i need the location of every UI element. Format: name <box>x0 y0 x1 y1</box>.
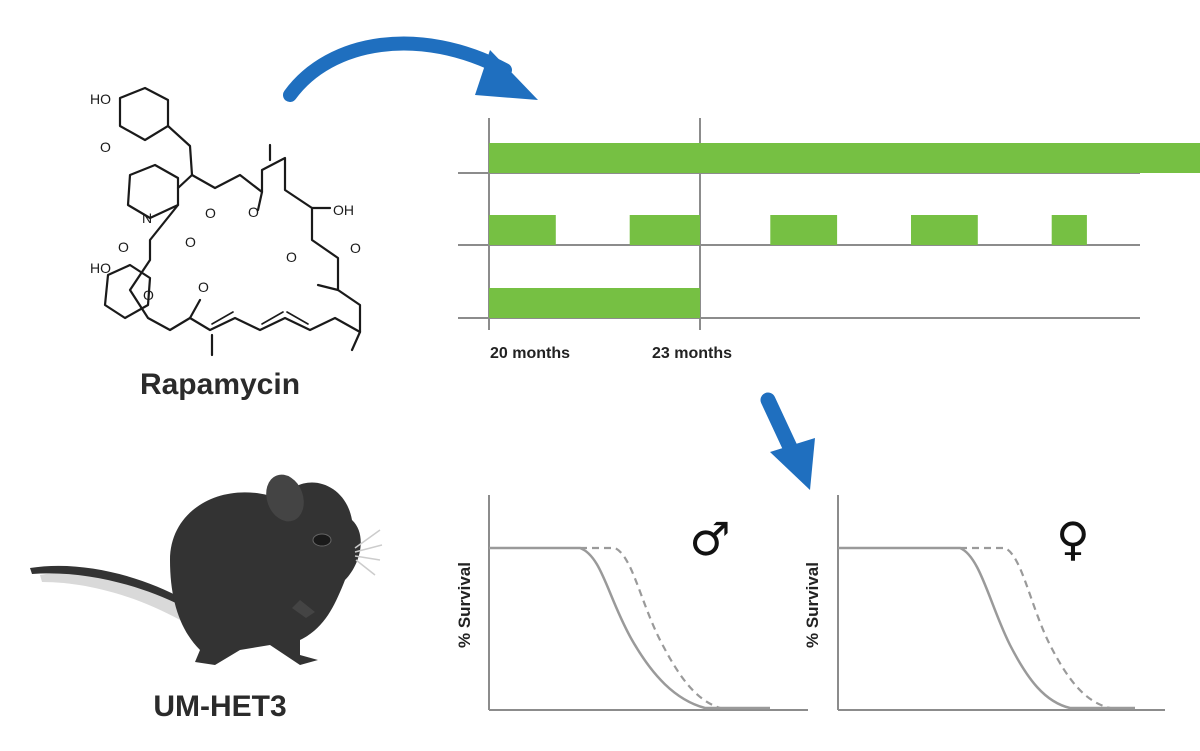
arrow-curved-top <box>283 36 512 102</box>
treatment-bar <box>489 143 1200 173</box>
tick-label-20-months: 20 months <box>490 345 571 362</box>
survival-curve-treated <box>580 546 721 710</box>
atom-label: O <box>350 240 361 256</box>
rapamycin-atom-labels: HO O N O O O OH O O O HO O O <box>90 91 361 303</box>
mouse-illustration <box>30 474 383 665</box>
sex-symbol-male: ♂ <box>689 512 730 566</box>
atom-label: O <box>286 249 297 265</box>
atom-label: HO <box>90 91 111 107</box>
arrow-curved-top-head <box>475 50 538 100</box>
atom-label: N <box>142 210 152 226</box>
survival-panel-male: ♂ % Survival <box>455 495 808 711</box>
atom-label: O <box>205 205 216 221</box>
treatment-bar <box>911 215 978 245</box>
treatment-bar <box>770 215 838 245</box>
tick-label-23-months: 23 months <box>652 345 733 362</box>
treatment-bar <box>629 215 700 245</box>
atom-label: OH <box>333 202 354 218</box>
survival-curve-control <box>489 546 770 710</box>
mouse-strain-name: UM-HET3 <box>153 690 287 723</box>
treatment-bar <box>1051 215 1087 245</box>
atom-label: O <box>185 234 196 250</box>
atom-label: HO <box>90 260 111 276</box>
treatment-bar <box>489 215 556 245</box>
treatment-bar <box>489 288 700 318</box>
sex-symbol-female: ♀ <box>1056 512 1090 566</box>
atom-label: O <box>198 279 209 295</box>
survival-curve-control <box>838 546 1135 710</box>
timeline-bars <box>489 143 1200 318</box>
y-axis-label: % Survival <box>455 562 474 648</box>
survival-curve-treated <box>960 546 1111 710</box>
arrow-straight-head <box>770 438 815 490</box>
atom-label: O <box>143 287 154 303</box>
rapamycin-structure <box>103 86 362 357</box>
atom-label: O <box>100 139 111 155</box>
timeline <box>458 118 1200 330</box>
survival-panel-female: ♀ % Survival <box>803 495 1165 711</box>
atom-label: O <box>248 204 259 220</box>
y-axis-label: % Survival <box>803 562 822 648</box>
atom-label: O <box>118 239 129 255</box>
molecule-name: Rapamycin <box>139 368 301 401</box>
